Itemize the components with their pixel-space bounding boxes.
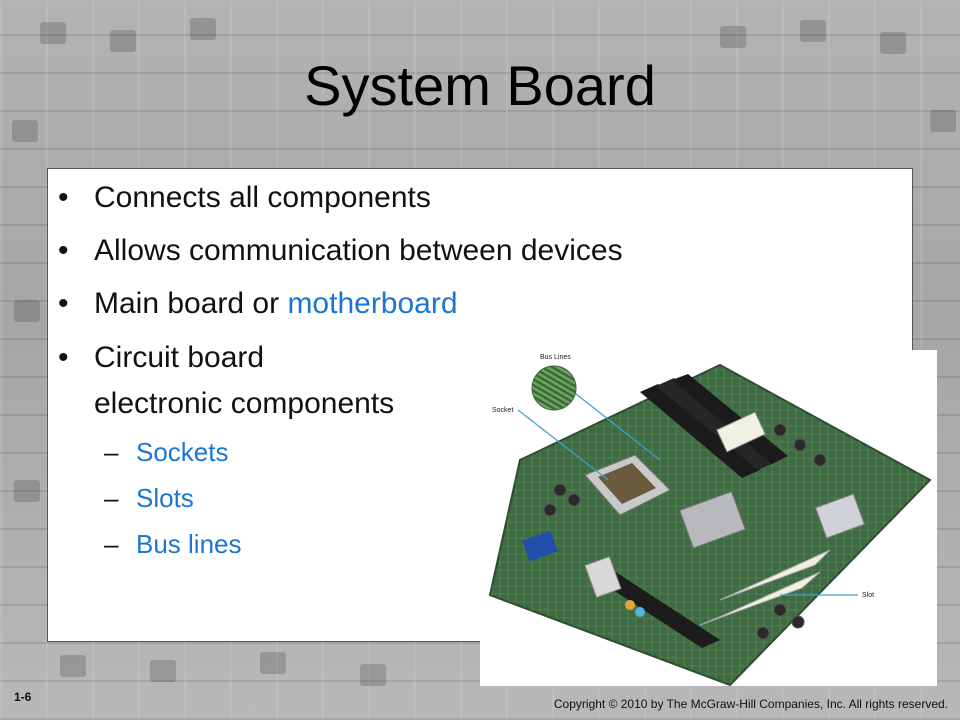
slide-number: 1-6	[14, 690, 32, 704]
power-connector	[716, 411, 766, 453]
vga-port	[522, 530, 558, 562]
bullet-text-prefix: Main board or	[94, 287, 288, 320]
sub-bullet-text: Slots	[136, 483, 194, 513]
capacitors	[543, 423, 827, 640]
copyright-notice: Copyright © 2010 by The McGraw-Hill Comp…	[553, 697, 948, 711]
bullet-text: Main board or motherboard	[94, 286, 458, 322]
audio-jack	[625, 600, 635, 610]
bullet-dot: •	[58, 234, 69, 267]
motherboard-illustration: Bus Lines Socket Slot	[488, 354, 932, 686]
motherboard-term: motherboard	[287, 287, 458, 320]
slide-title: System Board	[304, 54, 656, 117]
sub-bullet-text: Bus lines	[136, 529, 242, 559]
slot-label: Slot	[862, 592, 874, 599]
bullet-dot: •	[58, 287, 69, 320]
memory-slots	[640, 374, 788, 478]
sub-bullet-dash: –	[104, 529, 119, 559]
motherboard-photo: Bus Lines Socket Slot	[480, 350, 937, 686]
bullet-dot: •	[58, 341, 69, 374]
bullet-dot: •	[58, 181, 69, 214]
sub-bullet-text: Sockets	[136, 437, 229, 467]
bullet-text-line1: Circuit board	[94, 341, 265, 374]
socket-callout	[517, 409, 609, 481]
sub-bullet-dash: –	[104, 437, 119, 467]
socket-label: Socket	[492, 407, 513, 414]
bus-lines-callout	[575, 393, 661, 461]
bus-lines-magnified	[531, 365, 577, 411]
bus-lines-label: Bus Lines	[540, 354, 571, 361]
heatsink	[815, 493, 865, 539]
bullet-text: Connects all components	[94, 181, 431, 214]
audio-jack	[635, 607, 645, 617]
usb-ports	[584, 555, 622, 599]
cpu-socket	[584, 454, 671, 516]
bullet-text: Allows communication between devices	[94, 234, 623, 267]
bullet-text-line2: electronic components	[94, 387, 395, 420]
sub-bullet-dash: –	[104, 483, 119, 513]
heatsink	[679, 490, 746, 549]
expansion-slots	[590, 549, 831, 648]
